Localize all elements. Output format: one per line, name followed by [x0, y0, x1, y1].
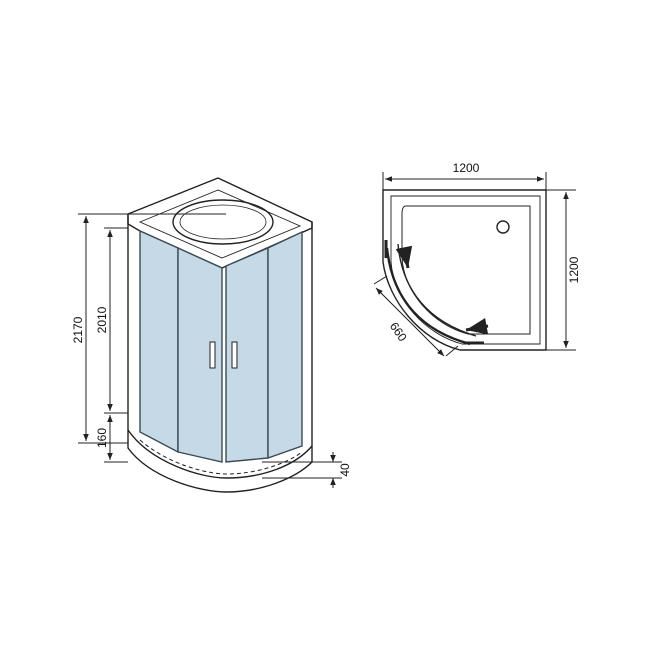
- glass-panel-left-door: [177, 246, 223, 463]
- label-1200-width: 1200: [453, 161, 480, 175]
- top-view: [382, 189, 547, 351]
- door-slide-arrows: [395, 245, 489, 335]
- door-handle-right: [231, 341, 238, 369]
- label-660: 660: [387, 320, 410, 345]
- slide-arrow-left: [395, 245, 413, 269]
- front-view: [127, 177, 313, 446]
- glass-panels: [139, 229, 303, 463]
- dim-line-660: [375, 287, 445, 357]
- glass-panel-right-fixed: [267, 230, 303, 459]
- slide-arrow-right: [465, 317, 489, 335]
- roof-inner-edge: [138, 189, 302, 259]
- shower-head: [172, 199, 274, 245]
- tray-basin: [401, 205, 531, 335]
- label-2170: 2170: [71, 316, 85, 343]
- door-handle-left: [209, 341, 216, 369]
- front-dimensions: [78, 213, 342, 488]
- glass-panel-left-fixed: [139, 229, 179, 454]
- label-1200-depth: 1200: [567, 256, 581, 283]
- label-2010: 2010: [95, 306, 109, 333]
- label-40: 40: [338, 463, 352, 477]
- tray-outline-outer: [382, 189, 547, 351]
- top-dimensions: [373, 172, 576, 357]
- drain-icon: [496, 220, 510, 234]
- label-160: 160: [95, 428, 109, 448]
- shower-head-inner: [179, 204, 267, 240]
